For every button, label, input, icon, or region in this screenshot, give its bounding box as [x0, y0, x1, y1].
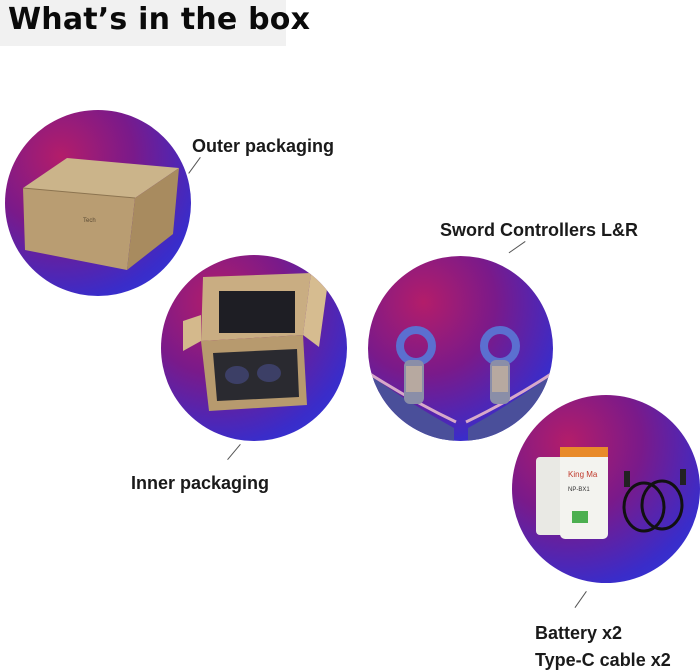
outer-packaging-image: Tech [5, 110, 191, 296]
batteries-and-cables-illustration: King Ma NP-BX1 [536, 447, 686, 539]
cable-label: Type-C cable x2 [535, 650, 671, 670]
inner-packaging-image [161, 255, 347, 441]
battery-brand: King Ma [568, 470, 598, 479]
page-title: What’s in the box [8, 2, 311, 37]
battery-label: Battery x2 [535, 623, 623, 643]
sword-controllers-image [368, 256, 553, 441]
cardboard-box-illustration: Tech [22, 158, 179, 270]
battery-cable-image: King Ma NP-BX1 [512, 395, 700, 583]
battery-model: NP-BX1 [568, 487, 590, 493]
battery-leader-line [574, 591, 587, 608]
title-background [0, 0, 286, 46]
sword-controllers-label: Sword Controllers L&R [440, 220, 639, 240]
inner-packaging-leader-line [227, 444, 241, 460]
open-box-illustration [183, 273, 327, 411]
sword-controllers-leader-line [508, 241, 526, 254]
outer-packaging-label: Outer packaging [192, 136, 335, 156]
box-logo: Tech [83, 218, 96, 224]
inner-packaging-label: Inner packaging [131, 473, 270, 493]
controllers-illustration [368, 326, 553, 441]
